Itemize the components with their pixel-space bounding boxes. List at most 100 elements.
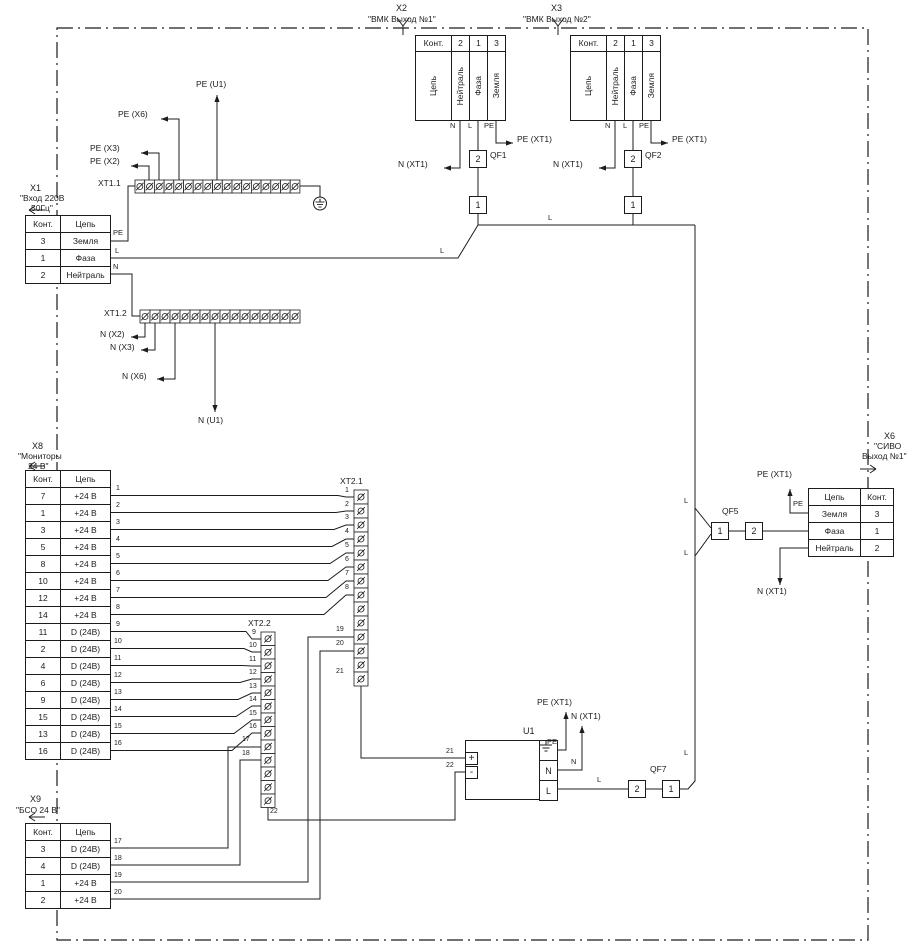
terminal-screw-icon [263, 742, 273, 751]
terminal-screw-icon [260, 312, 270, 321]
terminal-screw-icon [230, 312, 240, 321]
terminal-screw-icon [356, 534, 366, 544]
terminal-screw-icon [251, 313, 259, 320]
terminal-screw-icon [150, 312, 160, 321]
terminal-screw-icon [136, 183, 144, 190]
wire [110, 746, 261, 849]
terminal-screw-icon [170, 312, 180, 321]
terminal-screw-icon [155, 183, 163, 190]
terminal-screw-icon [263, 783, 273, 792]
connector-symbol-icon [28, 205, 36, 211]
terminal-screw-icon [356, 674, 366, 684]
wire-arrowhead [787, 489, 793, 496]
wire [110, 273, 140, 317]
terminal-screw-icon [356, 660, 366, 670]
wire [110, 495, 354, 498]
terminal-screw-icon [164, 182, 174, 191]
terminal-screw-icon [263, 675, 273, 684]
terminal-screw-icon [264, 635, 272, 643]
wire-arrowhead [212, 405, 218, 412]
terminal-screw-icon [263, 715, 273, 724]
terminal-screw-icon [141, 313, 149, 320]
terminal-screw-icon [174, 182, 183, 191]
terminal-screw-icon [261, 182, 271, 191]
terminal-screw-icon [264, 716, 272, 724]
wire-arrowhead [161, 116, 168, 122]
terminal-screw-icon [272, 183, 280, 190]
wire [444, 120, 461, 169]
terminal-screw-icon [290, 312, 300, 321]
terminal-screw-icon [242, 182, 251, 191]
terminal-screw-icon [165, 183, 173, 190]
terminal-screw-icon [203, 182, 212, 191]
terminal-screw-icon [290, 182, 300, 191]
terminal-screw-icon [252, 182, 261, 191]
earth-ground-icon [540, 740, 552, 752]
u1-ground-cell [539, 740, 558, 761]
terminal-screw-icon [232, 182, 241, 191]
terminal-screw-icon [223, 182, 232, 191]
terminal-screw-icon [184, 183, 192, 190]
terminal-screw-icon [221, 313, 229, 320]
wire [495, 120, 513, 144]
wire [680, 225, 696, 790]
terminal-screw-icon [191, 313, 199, 320]
terminal-screw-icon [223, 183, 231, 190]
terminal-screw-icon [263, 661, 273, 670]
terminal-screw-icon [220, 312, 230, 321]
terminal-screw-icon [261, 313, 269, 320]
connector-symbol-icon [28, 461, 36, 467]
terminal-screw-icon [151, 313, 159, 320]
wire-arrowhead [131, 334, 138, 340]
terminal-screw-icon [357, 661, 365, 669]
terminal-screw-icon [356, 618, 366, 628]
terminal-screw-icon [194, 183, 202, 190]
u1-output-terminals: N L [539, 740, 558, 801]
wire [779, 547, 808, 585]
connector-symbol-icon [402, 17, 410, 27]
terminal-screw-icon [175, 183, 183, 190]
terminal-screw-icon [231, 313, 239, 320]
terminal-screw-icon [233, 183, 241, 190]
terminal-screw-icon [263, 648, 273, 657]
terminal-screw-icon [262, 183, 270, 190]
wire [110, 692, 261, 700]
terminal-screw-icon [145, 182, 154, 191]
terminal-screw-icon [357, 535, 365, 543]
wire-arrowhead [661, 140, 668, 146]
wire [110, 636, 354, 883]
terminal-screw-icon [190, 312, 200, 321]
wire-arrowhead [506, 140, 513, 146]
terminal-screw-icon [264, 675, 272, 683]
wire-arrowhead [599, 165, 606, 171]
wire-arrowhead [563, 712, 569, 719]
u1-n-terminal: N [539, 760, 558, 781]
wire [360, 686, 465, 759]
wire [110, 732, 261, 751]
terminal-screw-icon [356, 548, 366, 558]
terminal-screw-icon [356, 562, 366, 572]
wire [110, 719, 261, 734]
terminal-screw-icon [201, 313, 209, 320]
terminal-screw-icon [264, 797, 272, 805]
terminal-screw-icon [264, 743, 272, 751]
wire-arrowhead [157, 376, 164, 382]
terminal-screw-icon [211, 313, 219, 320]
terminal-screw-icon [193, 182, 203, 191]
connector-symbol-icon [28, 465, 36, 471]
terminal-screw-icon [160, 312, 170, 321]
terminal-screw-icon [357, 563, 365, 571]
wire-arrowhead [141, 347, 148, 353]
wire-arrowhead [777, 578, 783, 585]
connector-symbol-icon [28, 816, 36, 822]
wire [110, 510, 354, 513]
power-supply-u1: N L + - [465, 740, 558, 801]
wire [110, 759, 261, 866]
terminal-screw-icon [271, 182, 280, 191]
wire [558, 712, 567, 751]
wire [110, 224, 479, 259]
terminal-screw-icon [161, 313, 169, 320]
terminal-screw-icon [357, 605, 365, 613]
